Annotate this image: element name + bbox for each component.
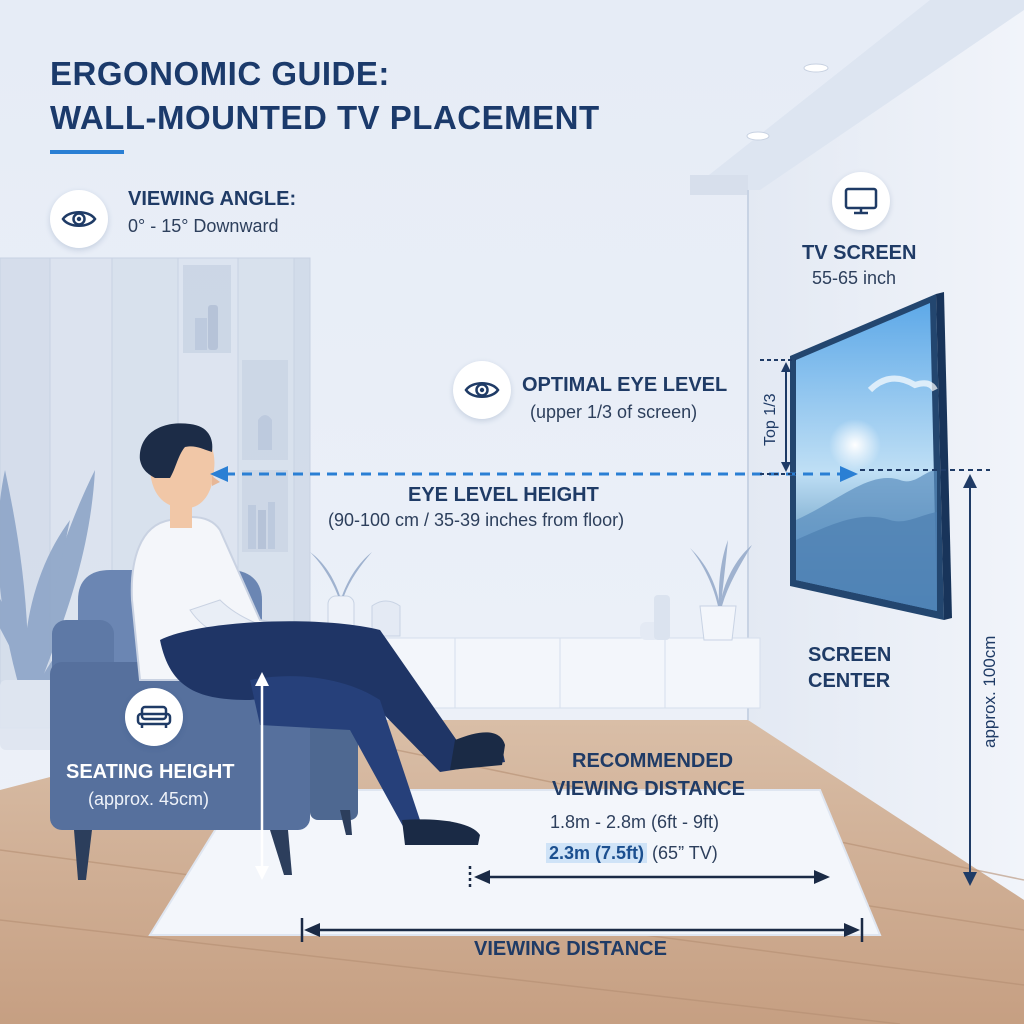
seating-height-heading: SEATING HEIGHT [66,761,235,783]
recommended-distance-highlight-row: 2.3m (7.5ft) (65” TV) [546,843,718,864]
sofa-icon [125,688,183,746]
center-height-label: approx. 100cm [980,635,999,748]
eye-icon [453,361,511,419]
eye-icon [50,190,108,248]
title-line-1: ERGONOMIC GUIDE: [50,55,390,92]
top-third-label: Top 1/3 [762,393,779,446]
recommended-distance-line-2: VIEWING DISTANCE [552,778,745,800]
ceiling-beam [690,0,1024,190]
tv-screen-heading: TV SCREEN [802,242,917,264]
seated-person [130,423,505,845]
center-height-dimension [860,469,990,886]
viewing-angle-value: 0° - 15° Downward [128,216,279,236]
title-line-2: WALL-MOUNTED TV PLACEMENT [50,99,600,136]
top-third-bracket [760,359,796,475]
eye-level-height-detail: (90-100 cm / 35-39 inches from floor) [328,510,625,530]
viewing-distance-label: VIEWING DISTANCE [474,938,667,960]
recommended-distance-suffix: (65” TV) [652,843,718,863]
tv-icon [832,172,890,230]
screen-center-label: SCREEN CENTER [808,642,891,694]
recommended-distance-highlight: 2.3m (7.5ft) [546,843,648,863]
seating-height-arrow [255,672,269,880]
rug [148,789,882,936]
tv-illustration [790,292,952,620]
recommended-distance-line-1: RECOMMENDED [572,750,734,772]
optimal-eye-level-detail: (upper 1/3 of screen) [530,402,698,422]
optimal-eye-level-heading: OPTIMAL EYE LEVEL [522,374,728,396]
viewing-angle-heading: VIEWING ANGLE: [128,188,297,210]
recommended-distance-range: 1.8m - 2.8m (6ft - 9ft) [550,812,720,832]
screen-center-line-2: CENTER [808,670,891,692]
title-underline [50,150,124,154]
eye-level-height-heading: EYE LEVEL HEIGHT [408,484,599,506]
viewing-distance-arrow [300,918,864,942]
page-title: ERGONOMIC GUIDE: WALL-MOUNTED TV PLACEME… [50,52,600,140]
recommended-distance-arrow [468,866,830,890]
seating-height-detail: (approx. 45cm) [88,789,210,809]
screen-center-line-1: SCREEN [808,644,892,666]
tv-screen-size: 55-65 inch [812,268,897,288]
